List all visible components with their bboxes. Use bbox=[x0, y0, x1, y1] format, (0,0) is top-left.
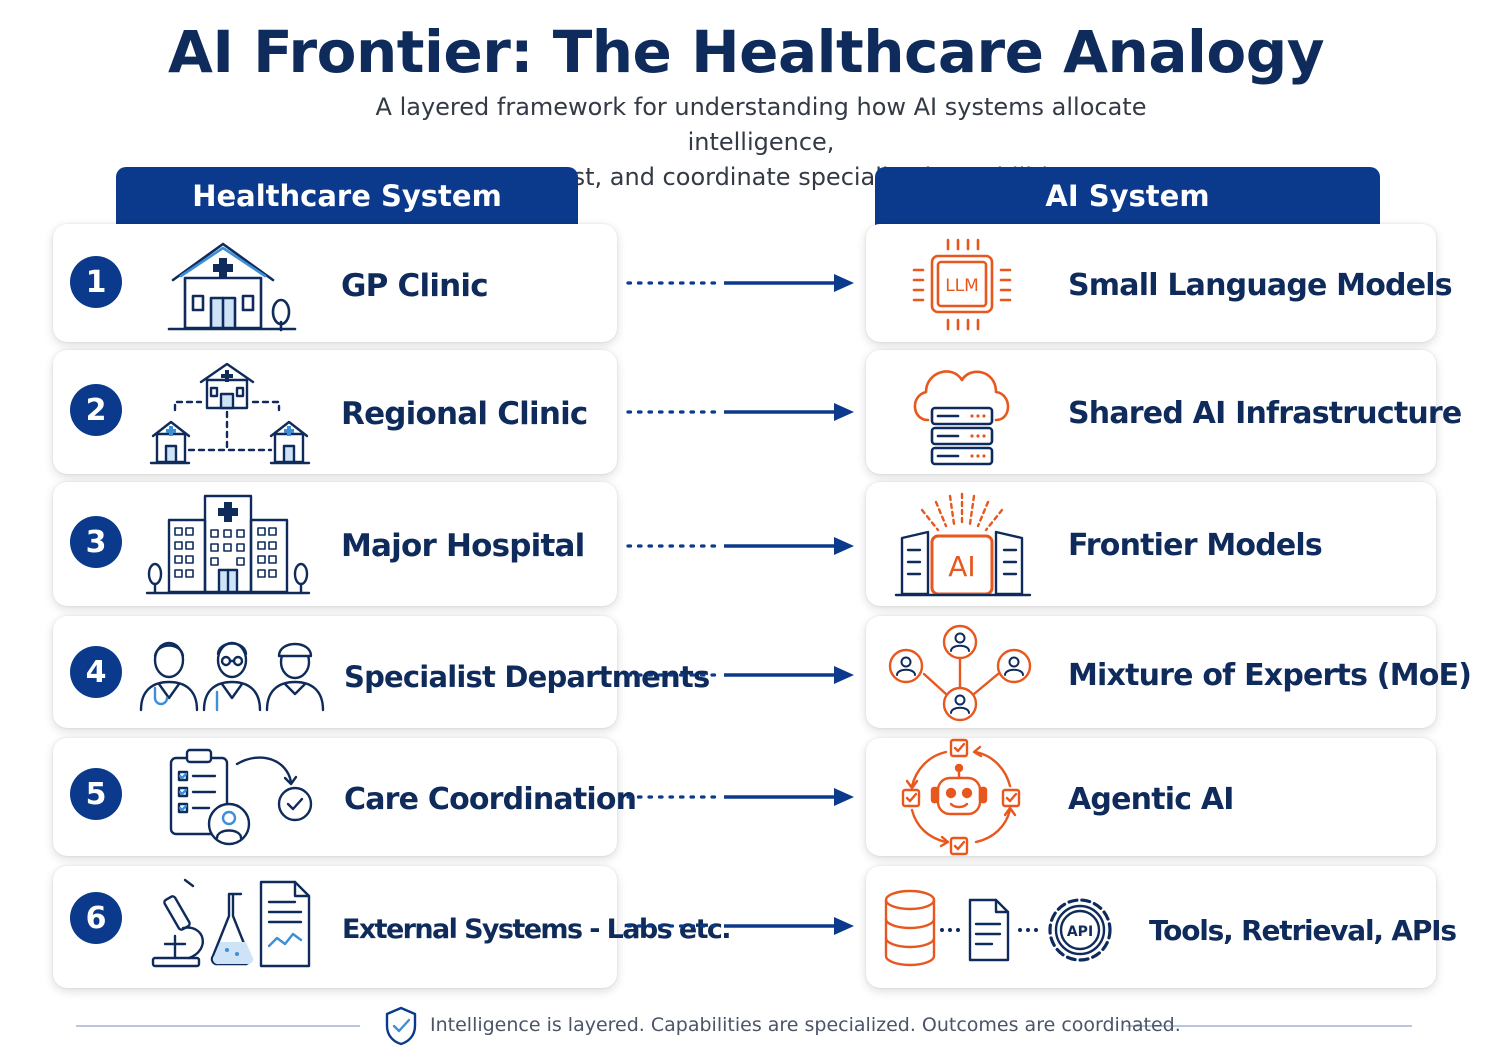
healthcare-column-header: Healthcare System bbox=[116, 167, 578, 225]
step-number-2: 2 bbox=[70, 384, 122, 436]
clinic-network-icon bbox=[149, 362, 311, 465]
ai-label-5: Agentic AI bbox=[1068, 782, 1234, 817]
ai-label-2: Shared AI Infrastructure bbox=[1068, 396, 1462, 431]
healthcare-card-4: 4 Specialist Departments bbox=[53, 616, 710, 728]
ai-card-4: Mixture of Experts (MoE) bbox=[866, 616, 1472, 728]
llm-chip-text: LLM bbox=[945, 276, 979, 296]
step-number-3: 3 bbox=[70, 516, 122, 568]
ai-label-4: Mixture of Experts (MoE) bbox=[1068, 658, 1472, 693]
ai-card-6: API Tools, Retrieval, APIs bbox=[866, 866, 1457, 988]
footer-divider-right bbox=[1126, 1025, 1412, 1027]
robot-cycle-icon bbox=[901, 738, 1021, 856]
healthcare-label-5: Care Coordination bbox=[344, 782, 637, 817]
step-number-6: 6 bbox=[70, 892, 122, 944]
ai-datacenter-icon: AI bbox=[894, 492, 1032, 597]
mapping-arrow-6 bbox=[626, 917, 854, 935]
step-number-4: 4 bbox=[70, 646, 122, 698]
page-title: AI Frontier: The Healthcare Analogy bbox=[167, 18, 1325, 86]
healthcare-card-6: 6 External Systems - Labs etc. bbox=[53, 866, 732, 988]
subtitle-line-1: A layered framework for understanding ho… bbox=[375, 93, 1147, 156]
ai-label-1: Small Language Models bbox=[1068, 268, 1453, 303]
ai-card-2: Shared AI Infrastructure bbox=[866, 350, 1462, 474]
mapping-arrow-1 bbox=[626, 274, 854, 292]
healthcare-label-6: External Systems - Labs etc. bbox=[342, 914, 732, 945]
step-number-5: 5 bbox=[70, 768, 122, 820]
healthcare-card-5: 5 Care Coordination bbox=[53, 738, 637, 856]
healthcare-card-3: 3 Major Hospital bbox=[53, 482, 617, 606]
healthcare-label-2: Regional Clinic bbox=[341, 396, 588, 432]
ai-badge-text: AI bbox=[948, 550, 975, 583]
ai-card-3: AI Frontier Models bbox=[866, 482, 1436, 606]
footer-tagline: Intelligence is layered. Capabilities ar… bbox=[430, 1014, 1181, 1036]
ai-card-1: LLM Small Language Models bbox=[866, 224, 1453, 342]
shield-check-icon bbox=[385, 1006, 417, 1046]
llm-chip-icon: LLM bbox=[912, 238, 1012, 331]
database-api-icon: API bbox=[884, 889, 1112, 967]
api-gear-text: API bbox=[1067, 924, 1093, 940]
healthcare-card-2: 2 Regional Clinic bbox=[53, 350, 617, 474]
clinic-building-icon bbox=[167, 242, 297, 332]
care-clipboard-icon bbox=[169, 748, 313, 846]
healthcare-label-4: Specialist Departments bbox=[344, 660, 710, 694]
mapping-arrow-2 bbox=[626, 403, 854, 421]
healthcare-card-1: 1 GP Clinic bbox=[53, 224, 617, 342]
ai-label-3: Frontier Models bbox=[1068, 528, 1323, 563]
mapping-arrow-5 bbox=[626, 788, 854, 806]
hospital-icon bbox=[145, 494, 311, 595]
footer-divider-left bbox=[76, 1025, 360, 1027]
ai-card-5: Agentic AI bbox=[866, 738, 1436, 856]
mapping-arrow-4 bbox=[626, 666, 854, 684]
expert-network-icon bbox=[888, 624, 1032, 722]
ai-label-6: Tools, Retrieval, APIs bbox=[1149, 914, 1457, 947]
ai-column-header: AI System bbox=[875, 167, 1380, 225]
doctors-team-icon bbox=[139, 641, 325, 712]
healthcare-label-3: Major Hospital bbox=[341, 528, 585, 564]
cloud-server-icon bbox=[913, 370, 1010, 466]
healthcare-label-1: GP Clinic bbox=[341, 268, 489, 304]
lab-equipment-icon bbox=[151, 878, 311, 968]
step-number-1: 1 bbox=[70, 256, 122, 308]
mapping-arrow-3 bbox=[626, 537, 854, 555]
